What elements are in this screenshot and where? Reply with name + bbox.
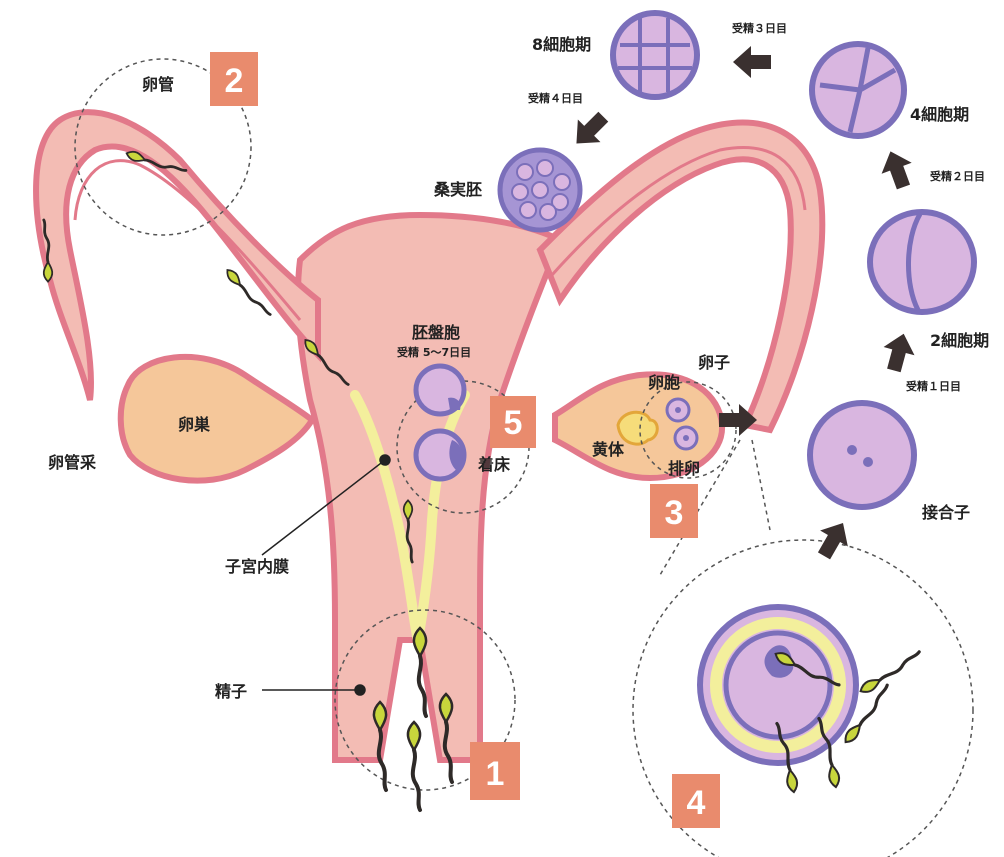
- arrow-down-left-icon: [565, 105, 614, 154]
- svg-text:5: 5: [504, 404, 523, 442]
- label-egg: 卵子: [698, 353, 730, 372]
- label-zygote: 接合子: [922, 503, 970, 522]
- arrow-up-icon: [878, 330, 919, 375]
- svg-text:4: 4: [687, 784, 706, 822]
- label-two-cell: 2細胞期: [930, 331, 989, 350]
- label-day3: 受精３日目: [732, 21, 787, 35]
- label-follicle: 卵胞: [648, 373, 680, 392]
- step-badge-1: 1: [470, 742, 520, 800]
- zygote: [810, 403, 914, 507]
- sperm-icon: [858, 652, 924, 696]
- label-morula: 桑実胚: [433, 180, 482, 199]
- arrow-left-icon: [733, 46, 771, 78]
- label-ovary: 卵巣: [178, 415, 211, 434]
- label-fimbria: 卵管采: [48, 453, 96, 472]
- label-blastocyst-day: 受精 5〜7日目: [397, 345, 471, 359]
- label-four-cell: 4細胞期: [910, 105, 969, 124]
- svg-text:3: 3: [665, 494, 684, 532]
- left-ovary: [121, 357, 312, 481]
- label-sperm: 精子: [215, 682, 247, 701]
- label-corpus-luteum: 黄体: [592, 440, 625, 459]
- svg-text:2: 2: [225, 62, 244, 100]
- sperm-icon: [408, 722, 420, 810]
- label-implantation: 着床: [477, 455, 511, 474]
- step-badge-4: 4: [672, 774, 720, 828]
- label-day2: 受精２日目: [930, 169, 985, 183]
- fertilization-egg: [700, 607, 856, 763]
- svg-text:1: 1: [486, 755, 505, 793]
- two-cell-embryo: [870, 212, 974, 312]
- label-endometrium: 子宮内膜: [225, 557, 289, 576]
- label-oviduct: 卵管: [142, 75, 174, 94]
- label-day4: 受精４日目: [528, 91, 583, 105]
- arrow-up-icon: [810, 515, 857, 564]
- four-cell-embryo: [812, 44, 904, 136]
- step-badge-3: 3: [650, 484, 698, 538]
- step-badge-2: 2: [210, 52, 258, 106]
- eight-cell-embryo: [613, 13, 697, 97]
- arrow-up-icon: [875, 146, 918, 193]
- morula: [500, 150, 580, 230]
- label-day1: 受精１日目: [906, 379, 961, 393]
- label-ovulation: 排卵: [668, 459, 700, 478]
- label-eight-cell: 8細胞期: [532, 35, 591, 54]
- step-badge-5: 5: [490, 396, 536, 448]
- label-blastocyst: 胚盤胞: [412, 323, 460, 342]
